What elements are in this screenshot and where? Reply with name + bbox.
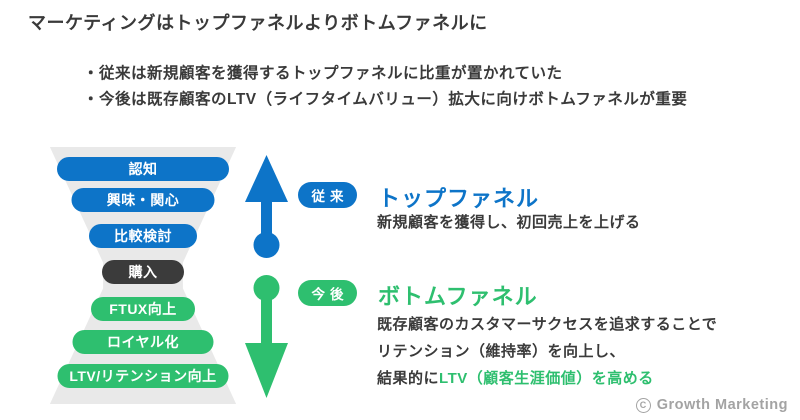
top-funnel-description: 新規顧客を獲得し、初回売上を上げる: [377, 214, 641, 231]
funnel-stage-awareness: 認知: [57, 157, 229, 181]
badge-future: 今後: [298, 280, 357, 306]
bottom-funnel-heading: ボトムファネル: [378, 284, 538, 309]
top-funnel-heading: トップファネル: [378, 186, 540, 211]
funnel-stage-ltv: LTV/リテンション向上: [57, 364, 229, 388]
bottom-funnel-description: 既存顧客のカスタマーサクセスを追求することで リテンション（維持率）を向上し、 …: [377, 311, 717, 392]
funnel-stage-loyalty: ロイヤル化: [72, 330, 214, 354]
up-arrow-icon: [245, 155, 288, 263]
bottom-funnel-line: リテンション（維持率）を向上し、: [377, 343, 626, 360]
funnel-stage-purchase: 購入: [102, 260, 184, 284]
copyright-icon: C: [635, 397, 651, 413]
down-arrow-icon: [245, 275, 288, 404]
copyright: C Growth Marketing: [635, 397, 788, 413]
bottom-funnel-line: 結果的にLTV（顧客生涯価値）を高める: [377, 365, 717, 392]
funnel-stage-comparison: 比較検討: [89, 224, 197, 248]
line3-highlight: LTV（顧客生涯価値）を高める: [439, 370, 654, 387]
page-title: マーケティングはトップファネルよりボトムファネルに: [28, 13, 488, 33]
funnel-stage-ftux: FTUX向上: [91, 297, 195, 321]
bottom-funnel-line: 既存顧客のカスタマーサクセスを追求することで: [377, 316, 718, 333]
funnel-stage-interest: 興味・関心: [71, 188, 215, 212]
copyright-text: Growth Marketing: [656, 397, 788, 413]
badge-conventional: 従来: [298, 182, 357, 208]
bullet-item: ・今後は既存顧客のLTV（ライフタイムバリュー）拡大に向けボトムファネルが重要: [83, 91, 688, 108]
bullet-item: ・従来は新規顧客を獲得するトップファネルに比重が置かれていた: [83, 65, 563, 82]
summary-bullets: ・従来は新規顧客を獲得するトップファネルに比重が置かれていた ・今後は既存顧客の…: [83, 61, 687, 113]
line3-prefix: 結果的に: [377, 370, 440, 387]
